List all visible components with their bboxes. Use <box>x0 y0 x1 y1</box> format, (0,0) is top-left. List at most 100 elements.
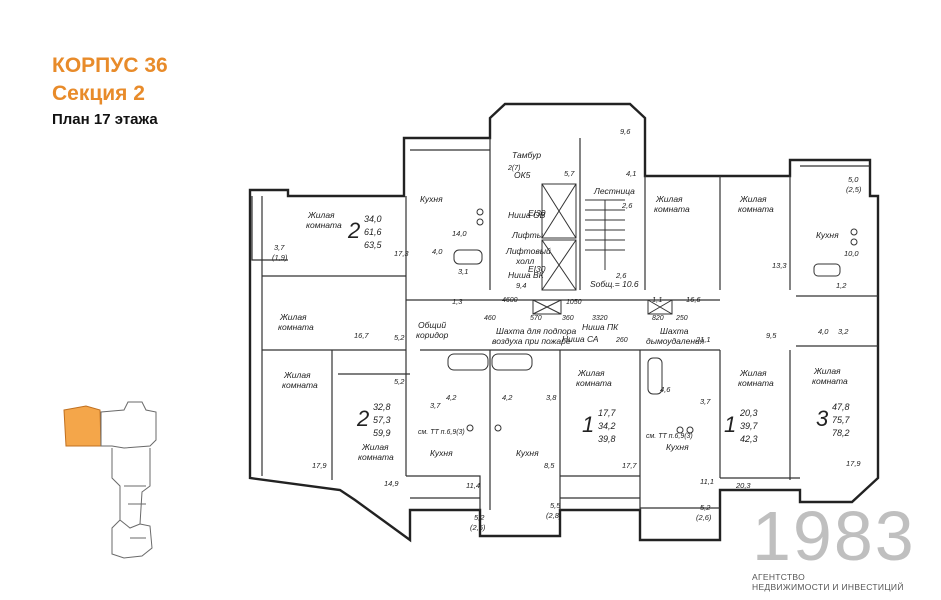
room-label: Жилая <box>279 312 307 322</box>
room-label: Жилая <box>739 194 767 204</box>
logo-line-2: НЕДВИЖИМОСТИ И ИНВЕСТИЦИЙ <box>752 582 904 592</box>
svg-text:20,3: 20,3 <box>739 408 758 418</box>
svg-text:см. ТТ п.6,9(3): см. ТТ п.6,9(3) <box>418 429 465 436</box>
area-value: 4,0 <box>818 327 829 336</box>
room-label: Жилая <box>813 366 841 376</box>
room-label: Шахта <box>660 326 689 336</box>
area-value: 13,3 <box>772 261 787 270</box>
area-value: 10,0 <box>844 249 859 258</box>
room-label: Общий <box>418 320 446 330</box>
room-label: Кухня <box>420 194 443 204</box>
area-value: 4,0 <box>432 247 443 256</box>
svg-text:34,0: 34,0 <box>364 214 382 224</box>
area-value: 5,7 <box>564 169 575 178</box>
room-label: Жилая <box>307 210 335 220</box>
room-label: Лестница <box>593 186 635 196</box>
room-label: Кухня <box>816 230 839 240</box>
room-label: Ниша СА <box>562 334 599 344</box>
area-value: 14,9 <box>384 479 399 488</box>
building-title: КОРПУС 36 <box>52 54 168 77</box>
area-value: 9,4 <box>516 281 526 290</box>
svg-text:1: 1 <box>582 412 594 437</box>
area-value: 9,6 <box>620 127 631 136</box>
apartment-code: 1 17,7 34,2 39,8 <box>582 408 617 444</box>
area-value: 3,7 <box>700 397 711 406</box>
area-value: 5,5 <box>550 501 561 510</box>
floor-plan-title: План 17 этажа <box>52 111 158 128</box>
svg-text:260: 260 <box>615 337 628 344</box>
room-label: Ниша ОВ <box>508 210 546 220</box>
area-value: 21,1 <box>695 335 711 344</box>
area-value: 20,3 <box>735 481 751 490</box>
room-label: комната <box>306 220 342 230</box>
room-label: EI30 <box>528 208 546 218</box>
room-label: коридор <box>416 330 449 340</box>
room-label: Жилая <box>361 442 389 452</box>
svg-text:см. ТТ п.6,9(3): см. ТТ п.6,9(3) <box>646 433 693 440</box>
room-label: Жилая <box>739 368 767 378</box>
apartment-code: 2 32,8 57,3 59,9 <box>356 402 391 438</box>
svg-text:59,9: 59,9 <box>373 428 391 438</box>
room-label: ОК5 <box>514 170 531 180</box>
title-block: КОРПУС 36 Секция 2 План 17 этажа <box>52 52 168 132</box>
room-label: комната <box>278 322 314 332</box>
area-value: (1,9) <box>272 253 288 262</box>
svg-text:570: 570 <box>530 315 542 322</box>
area-value: 17,9 <box>312 461 327 470</box>
room-label: Лифтовый <box>505 246 551 256</box>
room-label: комната <box>576 378 612 388</box>
area-value: 5,2 <box>394 333 405 342</box>
area-value: 11,4 <box>466 481 480 490</box>
svg-text:57,3: 57,3 <box>373 415 391 425</box>
area-value: 3,7 <box>274 243 285 252</box>
area-value: 9,5 <box>766 331 777 340</box>
area-value: 4,2 <box>502 393 513 402</box>
room-label: дымоудаления <box>646 336 705 346</box>
area-value: 3,8 <box>546 393 557 402</box>
svg-text:42,3: 42,3 <box>740 434 758 444</box>
room-label: комната <box>812 376 848 386</box>
area-value: 5,0 <box>848 175 859 184</box>
svg-text:820: 820 <box>652 315 664 322</box>
room-label: комната <box>358 452 394 462</box>
apartment-code: 3 47,8 75,7 78,2 <box>816 402 851 438</box>
room-label: Кухня <box>430 448 453 458</box>
area-value: 14,0 <box>452 229 467 238</box>
svg-text:34,2: 34,2 <box>598 421 616 431</box>
area-value: 16,6 <box>686 295 701 304</box>
room-label: Sобщ.= 10.6 <box>590 279 639 289</box>
shafts-and-lifts <box>447 183 858 434</box>
agency-logo: 1983 АГЕНТСТВО НЕДВИЖИМОСТИ И ИНВЕСТИЦИЙ <box>752 500 932 595</box>
apartment-code: 2 34,0 61,6 63,5 <box>347 214 383 250</box>
area-value: (2,8) <box>546 511 562 520</box>
logo-line-1: АГЕНТСТВО <box>752 572 806 582</box>
area-value: (2,6) <box>470 523 486 532</box>
svg-text:250: 250 <box>675 315 688 322</box>
area-value: 4,6 <box>660 385 671 394</box>
room-label: Жилая <box>655 194 683 204</box>
svg-text:2(7): 2(7) <box>507 165 520 172</box>
highlighted-section[interactable] <box>63 405 102 447</box>
inner-walls <box>251 138 878 510</box>
room-label: Шахта для подпора <box>496 326 577 336</box>
room-label: Кухня <box>666 442 689 452</box>
area-value: 2,6 <box>615 271 627 280</box>
svg-text:3: 3 <box>816 406 829 431</box>
area-value: 4,1 <box>626 169 636 178</box>
area-value: (2,6) <box>696 513 712 522</box>
building-walls <box>248 102 880 543</box>
logo-number: 1983 <box>752 497 916 575</box>
apartment-codes: 2 34,0 61,6 63,5 2 32,8 57,3 59,9 1 17,7… <box>347 214 851 444</box>
area-value: (2,5) <box>846 185 862 194</box>
room-label: комната <box>738 204 774 214</box>
svg-text:17,7: 17,7 <box>598 408 617 418</box>
area-value: 5,2 <box>474 513 485 522</box>
room-label: Лифты <box>511 230 544 240</box>
area-value: 8,5 <box>544 461 555 470</box>
room-label: комната <box>654 204 690 214</box>
area-value: 3,2 <box>838 327 849 336</box>
area-values: 17,3 14,0 4,0 3,1 1,3 3,7 (1,9) 16,7 5,2… <box>272 127 862 532</box>
area-value: 17,7 <box>622 461 637 470</box>
area-value: 17,9 <box>846 459 861 468</box>
